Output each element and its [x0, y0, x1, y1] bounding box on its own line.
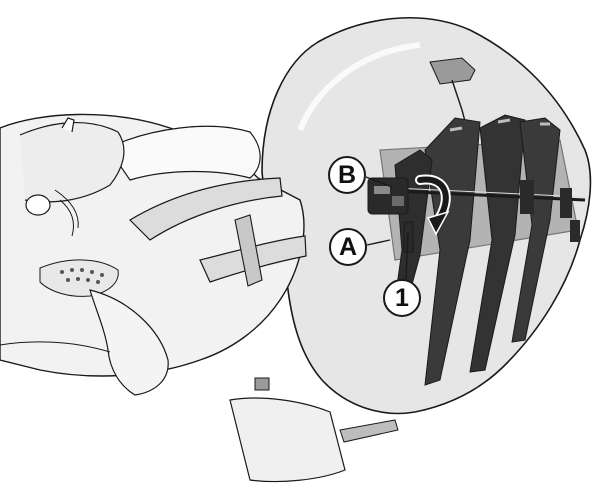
lower-clip — [255, 378, 269, 390]
callout-1: 1 — [383, 279, 421, 317]
lower-rod — [340, 420, 398, 442]
locking-lever — [404, 222, 413, 252]
callout-a: A — [329, 228, 367, 266]
callout-b: B — [328, 156, 366, 194]
gauge-left — [26, 195, 50, 215]
lower-mount — [230, 398, 345, 481]
